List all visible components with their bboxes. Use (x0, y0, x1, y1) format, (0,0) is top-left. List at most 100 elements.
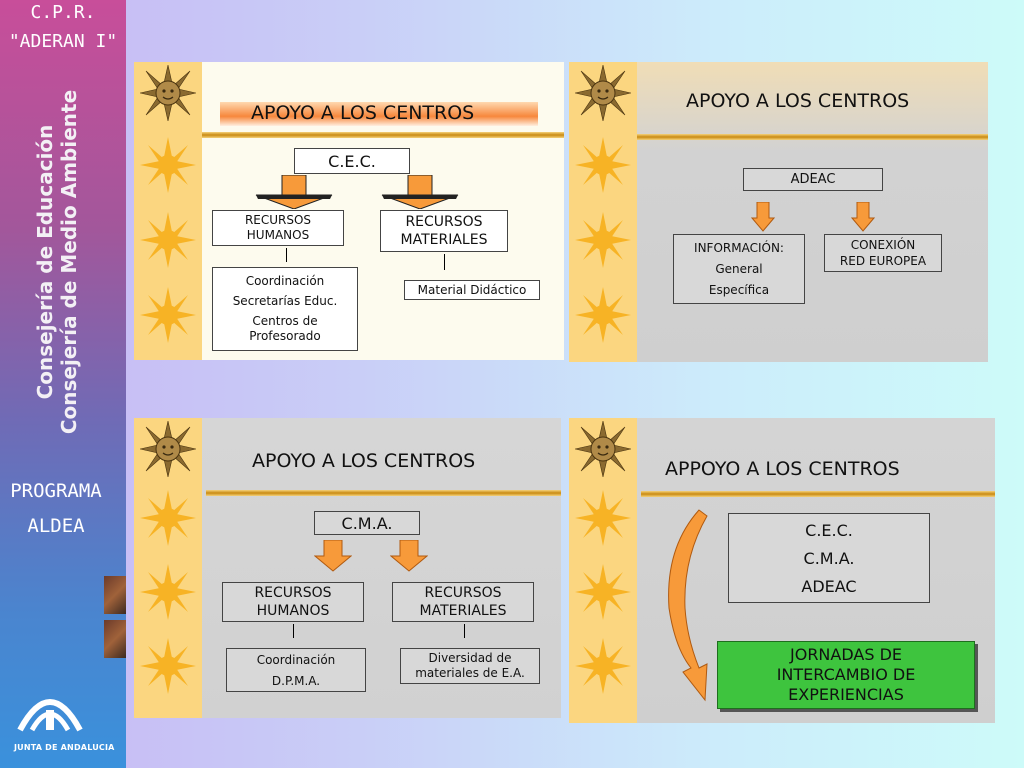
sun-icon (575, 287, 631, 343)
root-box: C.M.A. (314, 511, 420, 535)
decor-strip (134, 418, 202, 718)
connector-line (293, 624, 294, 638)
sun-icon (575, 490, 631, 546)
sun-face-icon (140, 421, 196, 477)
sun-face-icon (575, 65, 631, 121)
box-line: HUMANOS (246, 228, 310, 242)
decor-strip (569, 62, 637, 362)
ministry-education: Consejería de Educación (33, 124, 57, 400)
box-line: INFORMACIÓN: (694, 240, 784, 255)
box-line: RECURSOS (254, 585, 332, 601)
material-detail: Material Didáctico (404, 280, 540, 300)
cpr-subtitle: "ADERAN I" (8, 31, 118, 52)
detail-line: Secretarías Educ. (232, 293, 338, 308)
box-line: General (715, 261, 763, 276)
box-line: HUMANOS (256, 603, 330, 619)
aldea-label: ALDEA (27, 515, 85, 537)
root-label: C.M.A. (341, 513, 393, 533)
root-label: C.E.C. (328, 151, 376, 171)
down-arrow-icon (255, 175, 333, 209)
material-resources-box: RECURSOS MATERIALES (380, 210, 508, 252)
detail-line: Coordinación (245, 274, 325, 289)
material-resources-box: RECURSOS MATERIALES (392, 582, 534, 622)
entity-cma: C.M.A. (803, 548, 855, 568)
slide-jornadas: APPOYO A LOS CENTROS C.E.C. C.M.A. ADEAC… (569, 418, 995, 723)
title-highlight (220, 102, 538, 126)
detail-line: Coordinación (256, 652, 336, 667)
sidebar: C.P.R. "ADERAN I" Consejería de Educació… (0, 0, 126, 768)
decor-strip (569, 418, 637, 723)
slide-title: APPOYO A LOS CENTROS (665, 458, 900, 480)
detail-line: D.P.M.A. (271, 673, 321, 688)
sun-icon (140, 564, 196, 620)
information-box: INFORMACIÓN: General Específica (673, 234, 805, 304)
box-line: RECURSOS (424, 585, 502, 601)
down-arrow-icon (390, 540, 428, 572)
cpr-title: C.P.R. (30, 2, 96, 23)
detail-line: Centros de (252, 313, 318, 328)
connector-line (286, 248, 287, 262)
sun-icon (140, 212, 196, 268)
connector-line (464, 624, 465, 638)
down-arrow-icon (851, 202, 875, 232)
root-box: ADEAC (743, 168, 883, 191)
entities-box: C.E.C. C.M.A. ADEAC (728, 513, 930, 603)
slide-title: APOYO A LOS CENTROS (251, 102, 475, 124)
connector-line (444, 254, 445, 270)
down-arrow-icon (751, 202, 775, 232)
box-line: MATERIALES (419, 603, 507, 619)
entity-cec: C.E.C. (805, 520, 853, 540)
ministry-vertical-text: Consejería de Educación Consejería de Me… (33, 42, 93, 482)
sun-icon (140, 490, 196, 546)
sun-icon (140, 137, 196, 193)
down-arrow-icon (381, 175, 459, 209)
down-arrow-icon (314, 540, 352, 572)
result-line: JORNADAS DE (790, 645, 902, 664)
sun-icon (575, 638, 631, 694)
box-line: RECURSOS (405, 214, 483, 230)
photo-thumbnail (104, 576, 126, 614)
sun-face-icon (140, 65, 196, 121)
slide-adeac: APOYO A LOS CENTROS ADEAC INFORMACIÓN: G… (569, 62, 988, 362)
human-resources-box: RECURSOS HUMANOS (212, 210, 344, 246)
junta-logo-icon (17, 699, 83, 732)
slide-title: APOYO A LOS CENTROS (252, 450, 476, 472)
detail-line: Diversidad de (428, 651, 512, 665)
box-line: RED EUROPEA (839, 254, 927, 268)
curved-arrow-icon (668, 509, 708, 702)
slide-cma: APOYO A LOS CENTROS C.M.A. RECURSOS HUMA… (134, 418, 561, 718)
ministry-environment: Consejería de Medio Ambiente (57, 89, 81, 435)
detail-line: materiales de E.A. (415, 666, 525, 680)
box-line: CONEXIÓN (850, 238, 916, 252)
box-line: Específica (708, 283, 770, 298)
sun-face-icon (575, 421, 631, 477)
title-underline (641, 491, 995, 497)
sun-icon (575, 564, 631, 620)
human-resources-detail: Coordinación D.P.M.A. (226, 648, 366, 692)
root-box: C.E.C. (294, 148, 410, 174)
box-line: MATERIALES (400, 232, 488, 248)
title-underline (202, 132, 564, 138)
material-detail: Diversidad de materiales de E.A. (400, 648, 540, 684)
photo-thumbnail (104, 620, 126, 658)
slide-title: APOYO A LOS CENTROS (686, 90, 910, 112)
junta-caption: JUNTA DE ANDALUCIA (14, 743, 115, 752)
sun-icon (140, 287, 196, 343)
box-line: RECURSOS (244, 213, 312, 227)
title-underline (206, 490, 561, 496)
slide-cec: APOYO A LOS CENTROS C.E.C. RECURSOS HUMA… (134, 62, 564, 360)
entity-adeac: ADEAC (801, 576, 857, 596)
decor-strip (134, 62, 202, 360)
jornadas-box: JORNADAS DE INTERCAMBIO DE EXPERIENCIAS (717, 641, 975, 709)
programa-label: PROGRAMA (10, 480, 102, 502)
detail-line: Profesorado (249, 328, 321, 343)
sun-icon (140, 638, 196, 694)
root-label: ADEAC (790, 172, 836, 187)
sun-icon (575, 137, 631, 193)
result-line: EXPERIENCIAS (788, 685, 904, 704)
result-line: INTERCAMBIO DE (776, 665, 916, 684)
human-resources-detail: Coordinación Secretarías Educ. Centros d… (212, 267, 358, 351)
human-resources-box: RECURSOS HUMANOS (222, 582, 364, 622)
detail-line: Material Didáctico (417, 283, 527, 297)
